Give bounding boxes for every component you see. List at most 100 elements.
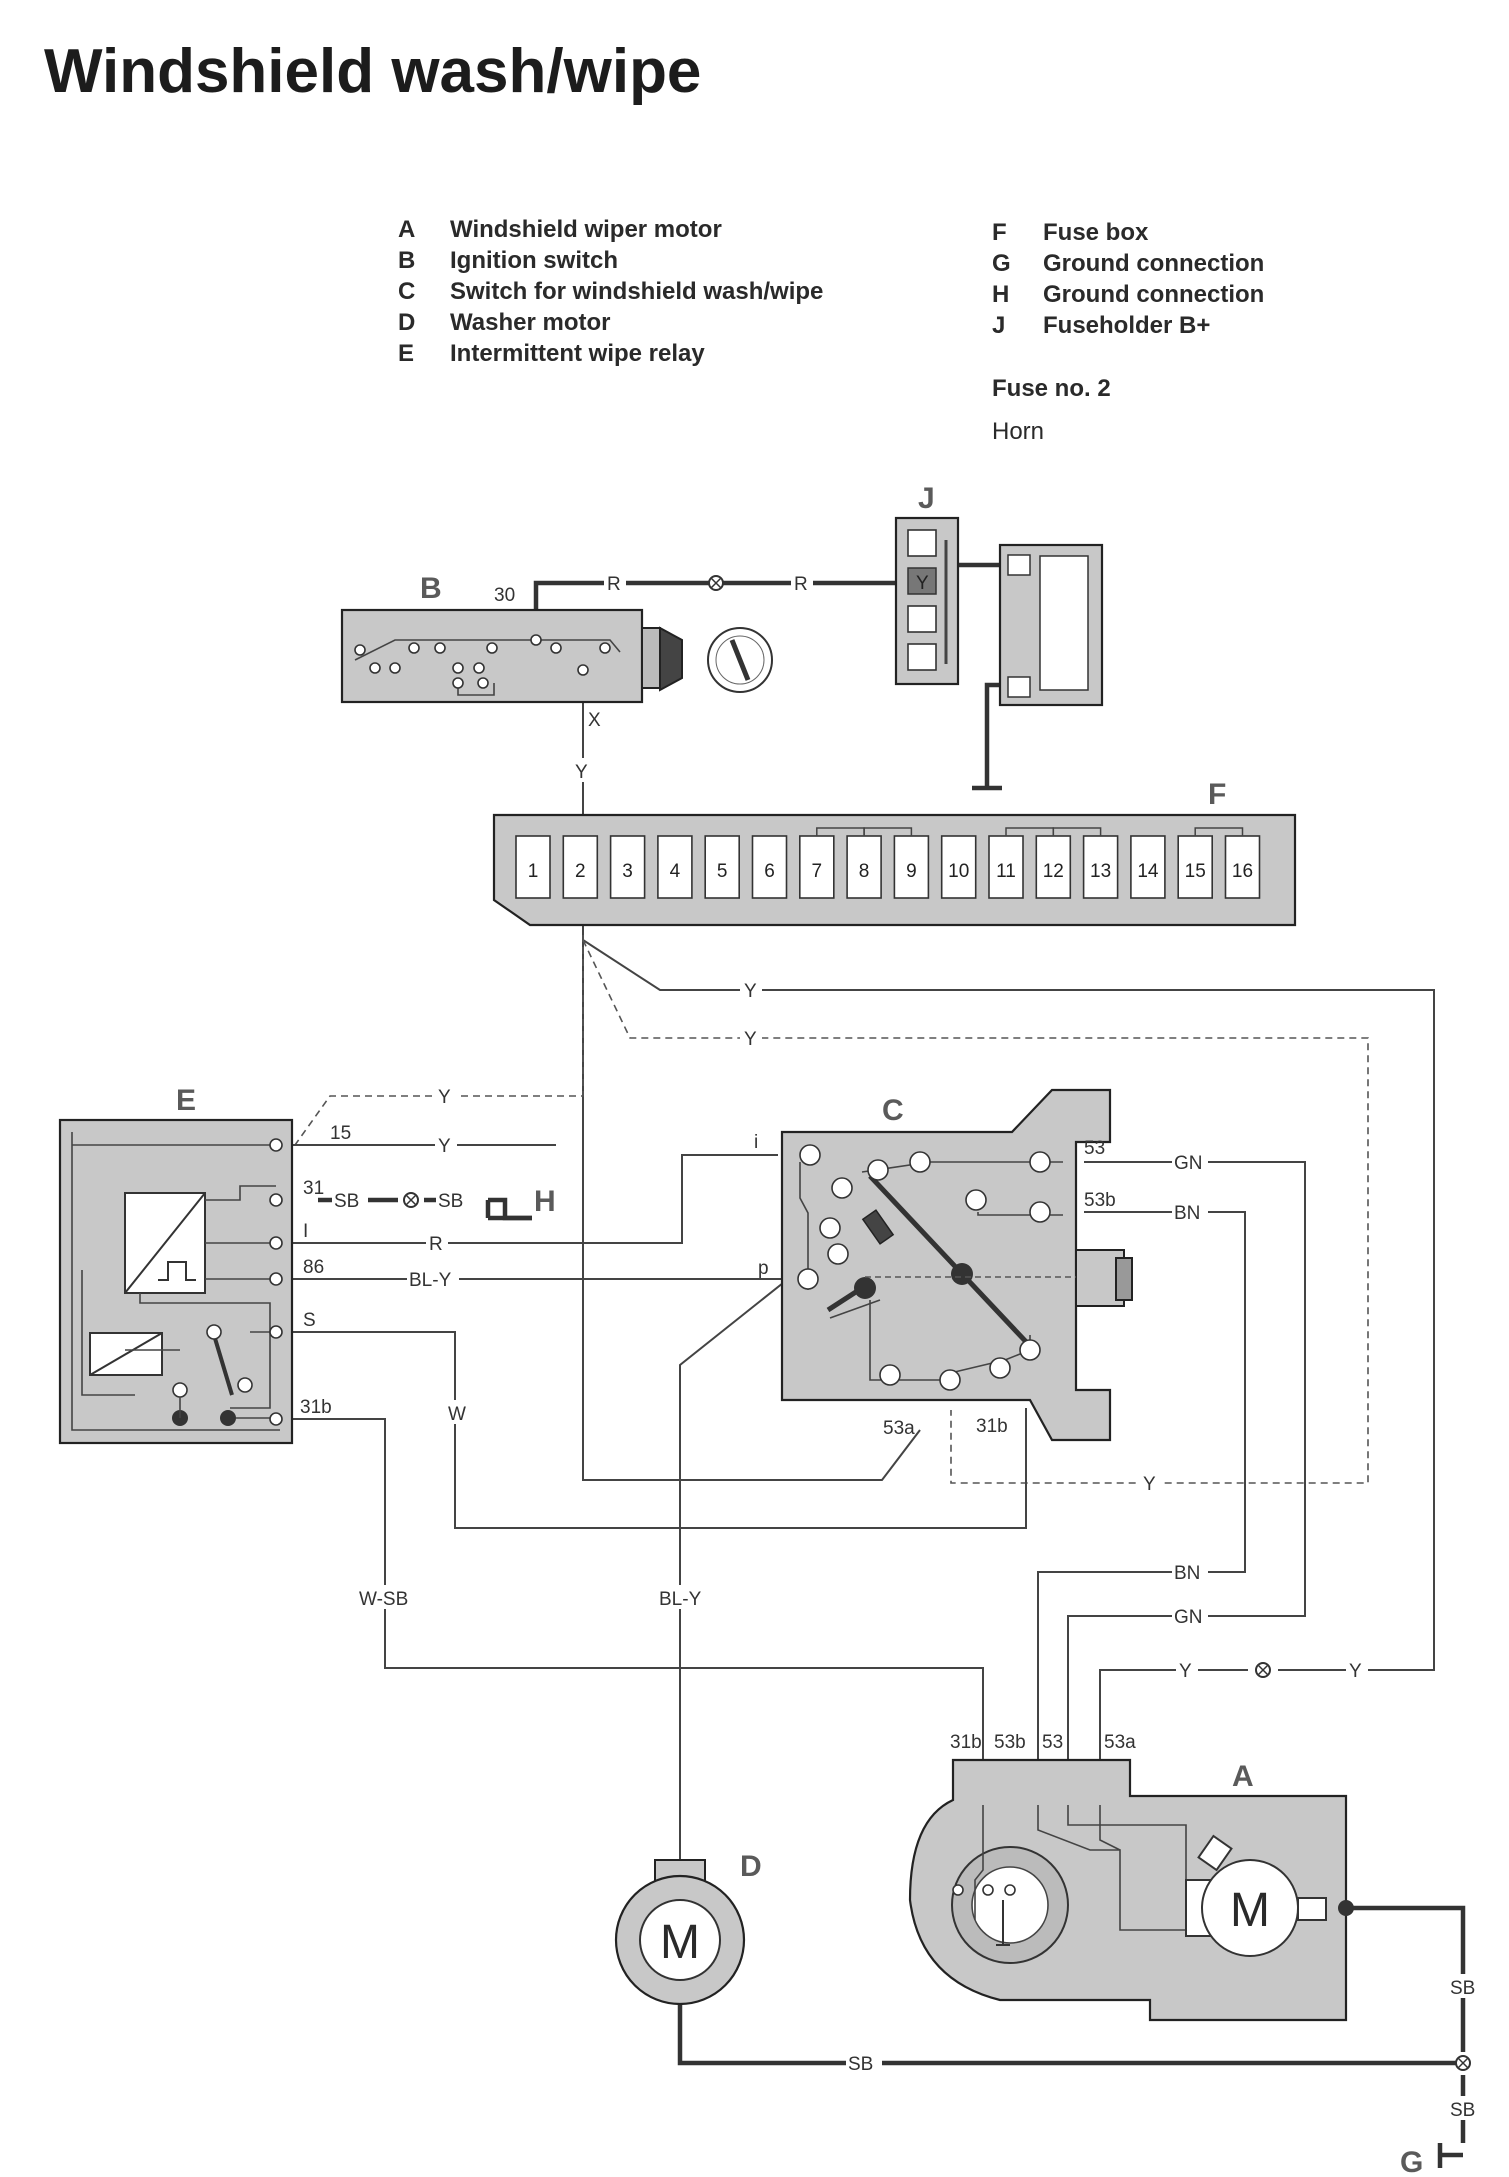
fuse-number: 7 bbox=[812, 861, 823, 882]
ignition-switch-b: 30 X B bbox=[340, 572, 773, 731]
wire-label-r-2: R bbox=[794, 574, 808, 595]
wire-label-w: W bbox=[448, 1404, 466, 1425]
wire-label-bl-y-2: BL-Y bbox=[659, 1589, 702, 1610]
switch-terminal-53b: 53b bbox=[1084, 1190, 1116, 1211]
connector-symbols bbox=[403, 575, 1471, 2071]
switch-terminal-p: p bbox=[758, 1258, 769, 1279]
wire-label-y-1: Y bbox=[575, 762, 588, 783]
legend-label-h: Ground connection bbox=[1043, 281, 1264, 308]
fuse-slot bbox=[657, 835, 693, 899]
component-e-label: E bbox=[176, 1084, 196, 1117]
switch-terminal-53a: 53a bbox=[883, 1418, 915, 1439]
component-b-label: B bbox=[420, 572, 442, 605]
legend-label-b: Ignition switch bbox=[450, 247, 618, 274]
fuse-number: 16 bbox=[1232, 861, 1253, 882]
wash-wipe-switch-c: i p 53 53b 53a 31b C bbox=[754, 1088, 1133, 1442]
fuse-slot bbox=[704, 835, 741, 899]
fuse-number: 9 bbox=[906, 861, 917, 882]
motor-terminal-53b: 53b bbox=[994, 1732, 1026, 1753]
fuse-number: 15 bbox=[1185, 861, 1206, 882]
fuse-note-label: Fuse no. 2 bbox=[992, 375, 1111, 402]
fuse-slot bbox=[515, 835, 551, 899]
wire-label-sb-3: SB bbox=[848, 2054, 873, 2075]
ignition-switch-body bbox=[340, 608, 644, 704]
wire-color-labels: R R Y Y Y Y Y SB SB R BL-Y W GN BN Y W-S… bbox=[332, 570, 1480, 2121]
fuse-slot bbox=[609, 835, 646, 899]
legend-label-f: Fuse box bbox=[1043, 219, 1149, 246]
wire-label-bl-y-1: BL-Y bbox=[409, 1270, 452, 1291]
fuse-bridge bbox=[1194, 827, 1244, 836]
component-d-label: D bbox=[740, 1850, 762, 1883]
wiper-motor-a: M 31b 53b 53 53a A bbox=[908, 1732, 1354, 2022]
legend-label-e: Intermittent wipe relay bbox=[450, 340, 705, 367]
wire-label-gn-1: GN bbox=[1174, 1153, 1203, 1174]
legend-label-j: Fuseholder B+ bbox=[1043, 312, 1210, 339]
relay-terminal-86: 86 bbox=[303, 1257, 324, 1278]
motor-terminal-53: 53 bbox=[1042, 1732, 1063, 1753]
legend-key-c: C bbox=[398, 278, 415, 305]
component-j-label: J bbox=[918, 482, 935, 515]
legend-key-a: A bbox=[398, 216, 415, 243]
legend-label-a: Windshield wiper motor bbox=[450, 216, 722, 243]
fuse-slot bbox=[1082, 835, 1119, 899]
ignition-terminal-30: 30 bbox=[494, 585, 515, 606]
fuse-number: 10 bbox=[948, 861, 969, 882]
fuse-slot bbox=[1130, 835, 1166, 899]
fuseholder-j: Y J bbox=[894, 482, 1104, 707]
washer-motor-d: M D bbox=[614, 1850, 762, 2006]
legend-label-g: Ground connection bbox=[1043, 250, 1264, 277]
wire-label-r-3: R bbox=[429, 1234, 443, 1255]
legend-label-c: Switch for windshield wash/wipe bbox=[450, 278, 823, 305]
legend-key-g: G bbox=[992, 250, 1011, 277]
legend-key-e: E bbox=[398, 340, 414, 367]
fuse-number: 2 bbox=[575, 861, 586, 882]
wire-label-sb-1: SB bbox=[334, 1191, 359, 1212]
intermittent-relay-e: 15 31 I 86 S 31b E bbox=[58, 1084, 351, 1445]
page-title: Windshield wash/wipe bbox=[44, 37, 701, 106]
legend-key-d: D bbox=[398, 309, 415, 336]
fuse-number: 11 bbox=[996, 861, 1016, 882]
legend-label-d: Washer motor bbox=[450, 309, 610, 336]
wire-label-y-3: Y bbox=[744, 1029, 757, 1050]
fuse-slot bbox=[562, 835, 599, 899]
switch-lever-icon bbox=[868, 1174, 1032, 1348]
relay-terminal-s: S bbox=[303, 1310, 316, 1331]
fuse-slot bbox=[1224, 835, 1261, 899]
fuse-number: 3 bbox=[622, 861, 633, 882]
legend-key-j: J bbox=[992, 312, 1005, 339]
component-g-label: G bbox=[1400, 2146, 1423, 2177]
wire-label-sb-2: SB bbox=[438, 1191, 463, 1212]
relay-terminal-i: I bbox=[303, 1221, 308, 1242]
wire-label-sb-5: SB bbox=[1450, 2100, 1475, 2121]
switch-terminal-31b: 31b bbox=[976, 1416, 1008, 1437]
relay-terminal-31: 31 bbox=[303, 1178, 324, 1199]
wiper-motor-letter: M bbox=[1230, 1884, 1270, 1937]
wire-label-y-5: Y bbox=[438, 1136, 451, 1157]
component-f-label: F bbox=[1208, 778, 1226, 811]
wire-label-gn-2: GN bbox=[1174, 1607, 1203, 1628]
wire-label-y-6: Y bbox=[1143, 1474, 1156, 1495]
fuse-bridge bbox=[1052, 827, 1102, 836]
fuse-number: 1 bbox=[528, 861, 539, 882]
fuse-number: 13 bbox=[1090, 861, 1111, 882]
wire-label-y-2: Y bbox=[744, 981, 757, 1002]
component-a-label: A bbox=[1232, 1760, 1254, 1793]
relay-terminal-15: 15 bbox=[330, 1123, 351, 1144]
wire-label-y-4: Y bbox=[438, 1087, 451, 1108]
fuse-number: 8 bbox=[859, 861, 870, 882]
wire-label-sb-4: SB bbox=[1450, 1978, 1475, 1999]
legend-key-h: H bbox=[992, 281, 1009, 308]
fuse-number: 6 bbox=[764, 861, 775, 882]
legend-key-b: B bbox=[398, 247, 415, 274]
wire-label-bn-2: BN bbox=[1174, 1563, 1200, 1584]
wire-label-y-8: Y bbox=[1349, 1661, 1362, 1682]
component-legend: A Windshield wiper motor B Ignition swit… bbox=[398, 216, 1264, 445]
washer-motor-letter: M bbox=[660, 1916, 700, 1969]
ground-h: H bbox=[485, 1185, 556, 1221]
wire-label-r-1: R bbox=[607, 574, 621, 595]
fuseholder-slot-letter: Y bbox=[916, 573, 929, 594]
switch-terminal-i: i bbox=[754, 1132, 758, 1153]
fuse-bridge bbox=[863, 827, 913, 836]
